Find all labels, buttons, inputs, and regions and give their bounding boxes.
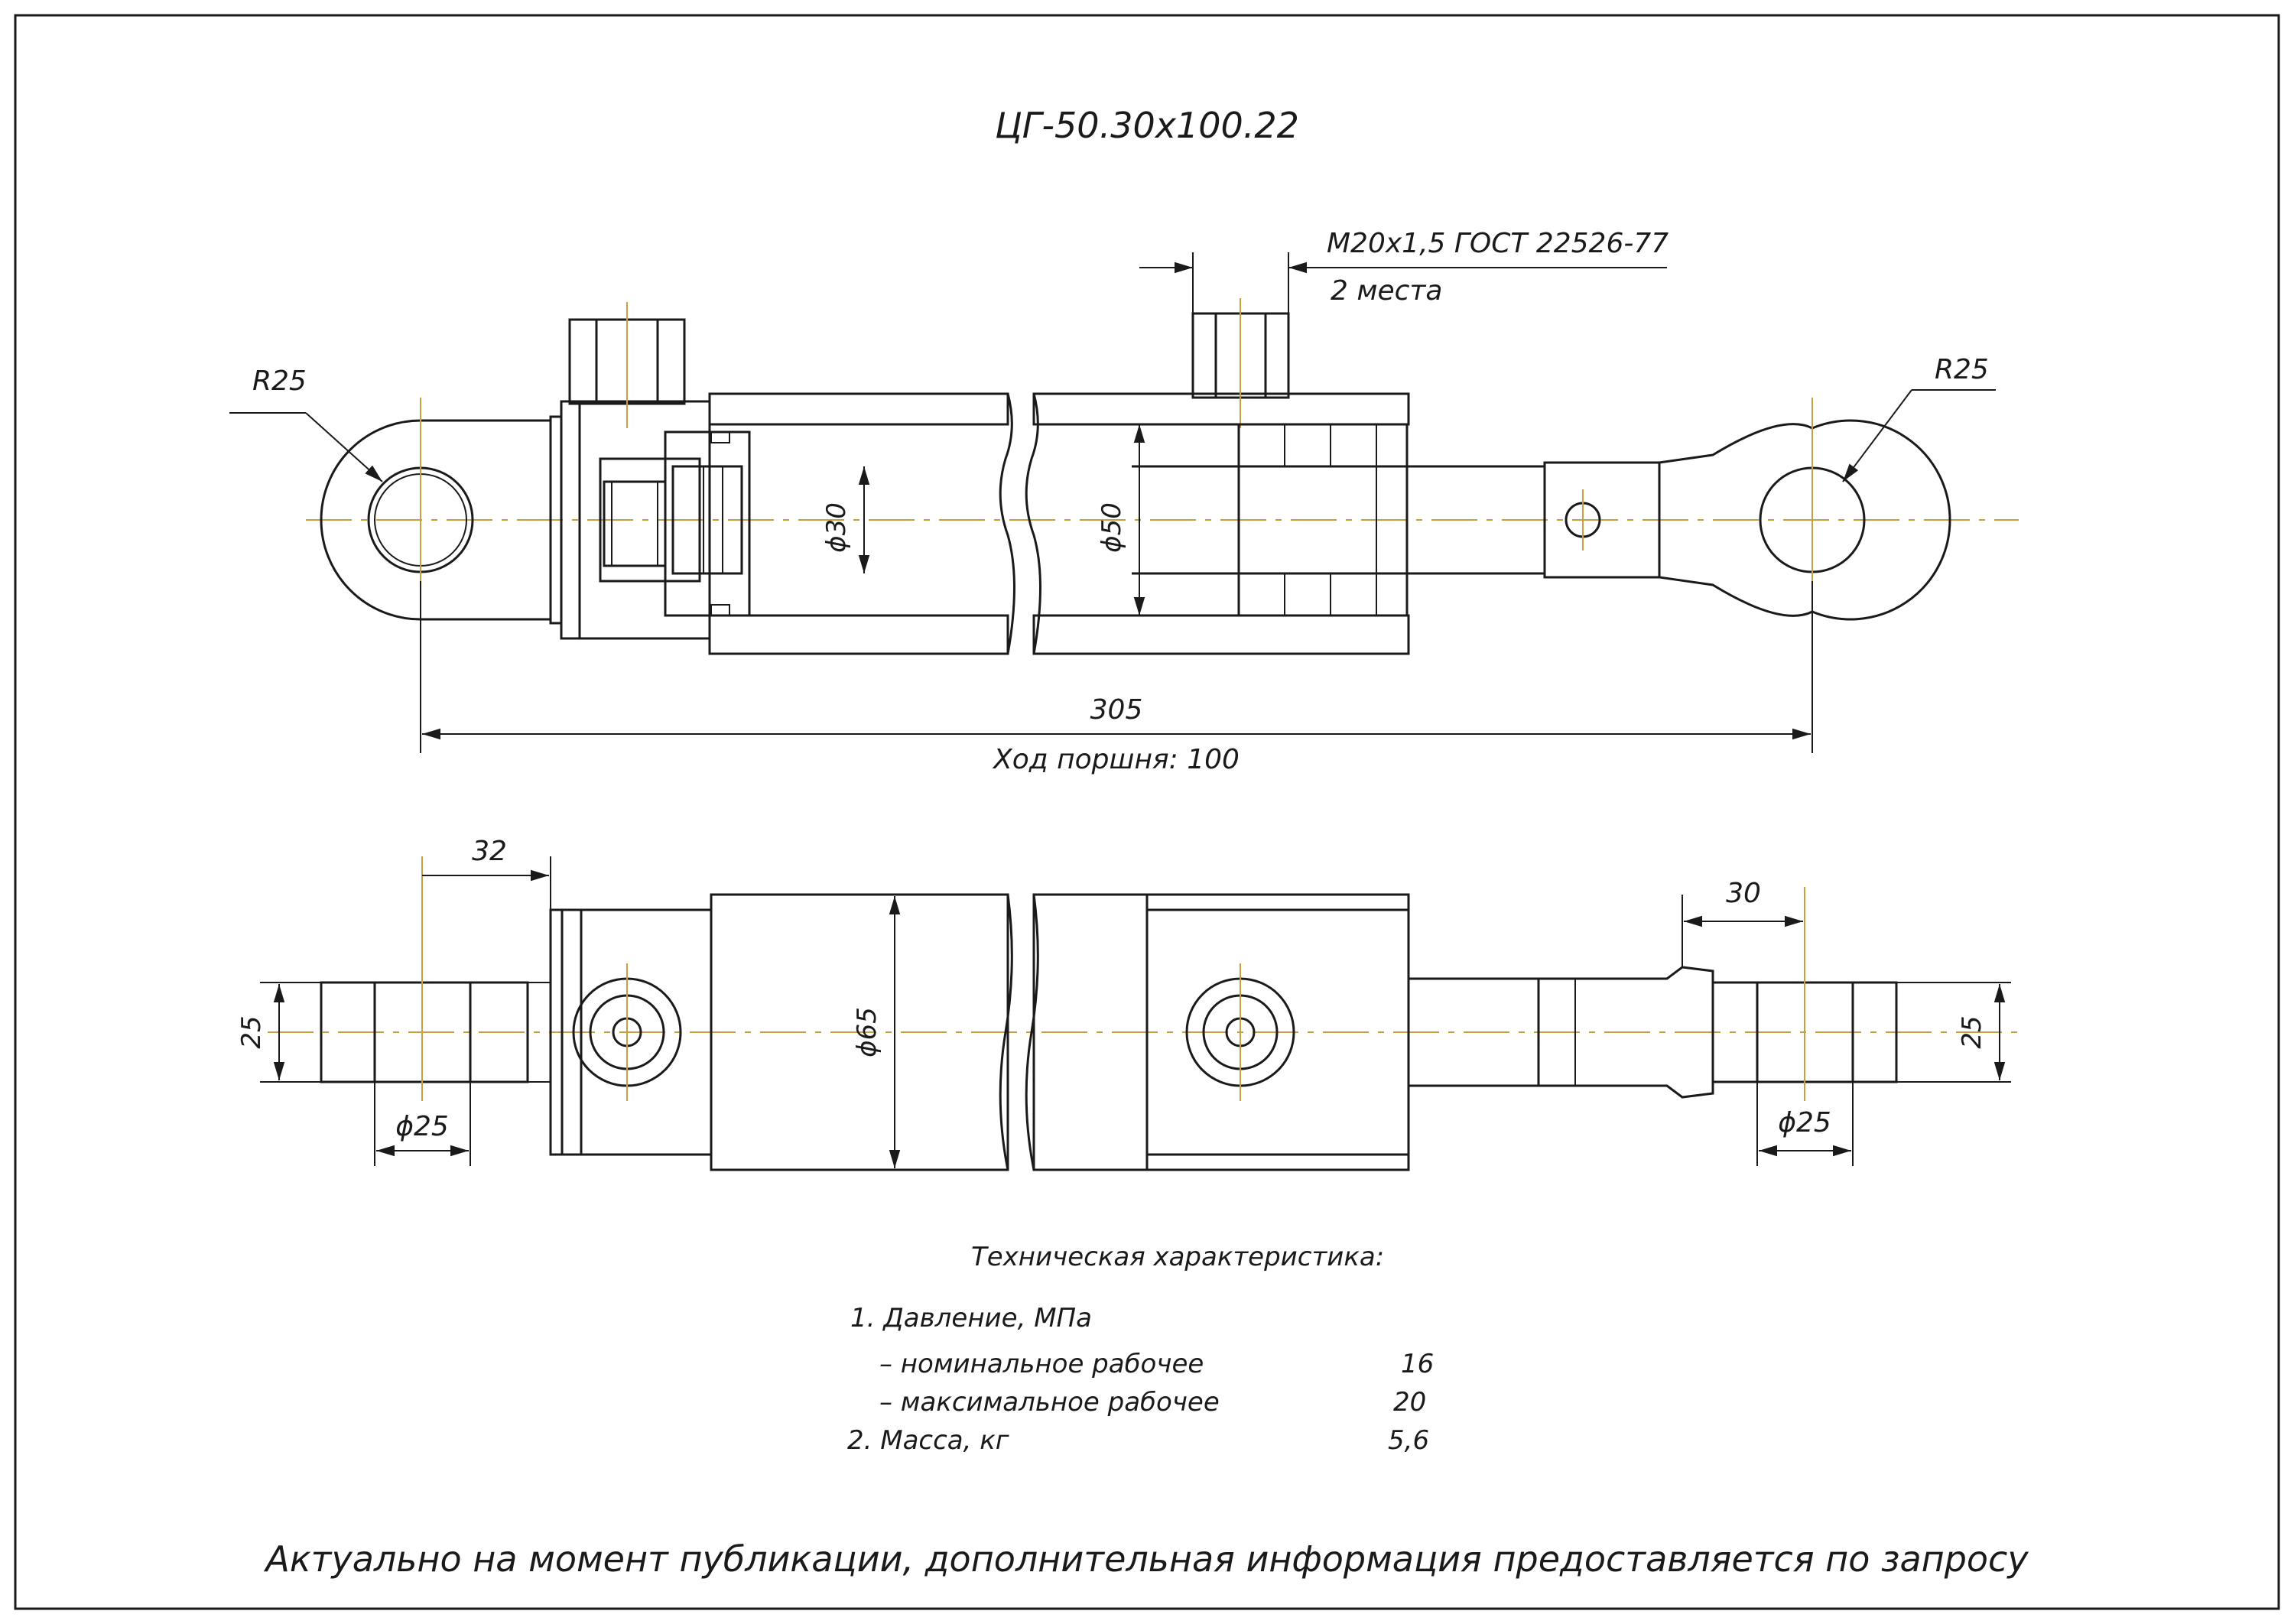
thread-note-line1: М20х1,5 ГОСТ 22526-77 xyxy=(1327,228,1669,259)
spec-row-max-value: 20 xyxy=(1393,1387,1426,1418)
left-eye-side xyxy=(320,856,551,1101)
port-fitting-right xyxy=(1191,252,1290,428)
pressure-heading: 1. Давление, МПа xyxy=(850,1303,1092,1333)
drawing-title: ЦГ-50.30х100.22 xyxy=(995,105,1299,146)
eye-width-right-label: 25 xyxy=(1957,1015,1987,1048)
right-eye-side xyxy=(1711,887,1898,1101)
thread-note-line2: 2 места xyxy=(1331,275,1442,307)
stroke-label: Ход поршня: 100 xyxy=(992,744,1240,775)
rod-side xyxy=(1407,966,1714,1099)
right-eye-offset-label: 30 xyxy=(1726,878,1761,909)
port-boss-right xyxy=(1185,963,1295,1101)
dim-bore-dia-label: ϕ50 xyxy=(1097,502,1127,553)
dim-rod-dia-label: ϕ30 xyxy=(821,502,852,553)
left-eye xyxy=(320,398,552,734)
specs-heading: Техническая характеристика: xyxy=(971,1242,1384,1272)
spec-row-nominal-value: 16 xyxy=(1401,1349,1434,1379)
section-view: ϕ30 ϕ50 М20х1,5 ГОСТ 22526-77 2 места R2… xyxy=(229,228,2019,775)
tech-specs: Техническая характеристика: 1. Давление,… xyxy=(847,1242,1434,1456)
eye-width-left-label: 25 xyxy=(236,1015,267,1048)
outer-dia-label: ϕ65 xyxy=(852,1007,882,1057)
exterior-view: 32 30 ϕ65 25 25 ϕ25 ϕ25 xyxy=(236,836,2019,1171)
rod-end xyxy=(1543,398,1951,734)
mass-value: 5,6 xyxy=(1388,1425,1429,1456)
overall-length-label: 305 xyxy=(1090,694,1143,726)
spec-row-nominal-label: – номинальное рабочее xyxy=(879,1349,1204,1379)
piston-rod xyxy=(1132,423,1545,617)
sheet-frame xyxy=(14,14,2280,1610)
port-boss-left xyxy=(572,963,682,1101)
left-eye-offset-label: 32 xyxy=(472,836,507,867)
cylinder-tube-left xyxy=(664,392,1009,655)
mass-label: 2. Масса, кг xyxy=(847,1425,1010,1456)
port-fitting-left xyxy=(568,302,686,428)
spec-row-max-label: – максимальное рабочее xyxy=(879,1387,1220,1418)
break-line-right xyxy=(1025,393,1041,654)
pin-dia-left-label: ϕ25 xyxy=(395,1111,449,1142)
break-line-left xyxy=(999,393,1015,654)
pin-dia-right-label: ϕ25 xyxy=(1778,1107,1831,1138)
radius-left-label: R25 xyxy=(252,365,307,397)
footer-note: Актуально на момент публикации, дополнит… xyxy=(263,1538,2029,1580)
radius-right-label: R25 xyxy=(1935,354,1989,385)
